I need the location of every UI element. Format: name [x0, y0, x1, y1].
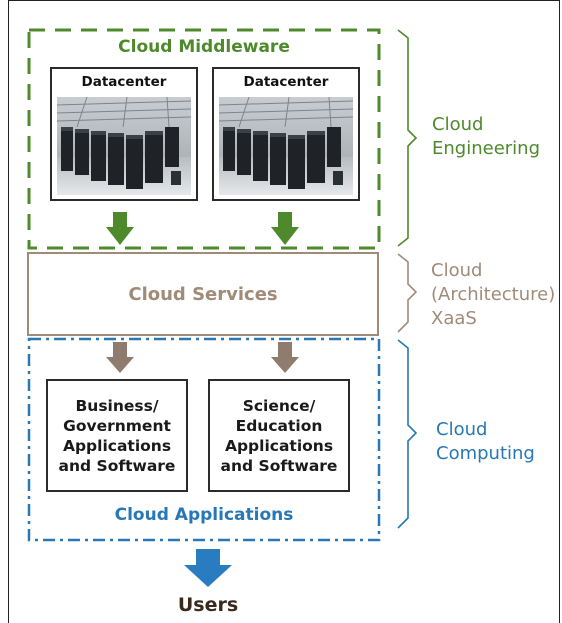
- cloud-architecture-label: Cloud (Architecture) XaaS: [431, 260, 556, 329]
- tan-down-arrow-right: [271, 342, 299, 373]
- blue-down-arrow-users: [184, 549, 232, 587]
- cloud-services-title: Cloud Services: [128, 283, 278, 305]
- computing-brace: [397, 339, 418, 529]
- green-down-arrow-left: [106, 212, 134, 245]
- middleware-title: Cloud Middleware: [118, 37, 290, 57]
- datacenter-label: Datacenter: [243, 74, 329, 90]
- figure-frame: [8, 0, 560, 623]
- datacenter-label: Datacenter: [81, 74, 167, 90]
- science-applications-box: Science/ Education Applications and Soft…: [208, 379, 350, 492]
- datacenter-box-right: Datacenter: [212, 67, 360, 201]
- cloud-services-box: Cloud Services: [27, 252, 379, 336]
- applications-boundary: [27, 337, 381, 542]
- datacenter-box-left: Datacenter: [50, 67, 198, 201]
- green-down-arrow-right: [271, 212, 299, 245]
- cloud-computing-label: Cloud Computing: [436, 419, 535, 464]
- datacenter-server-racks-image: [219, 97, 353, 195]
- middleware-boundary: [27, 28, 381, 250]
- cloud-engineering-label: Cloud Engineering: [432, 114, 540, 159]
- business-applications-text: Business/ Government Applications and So…: [58, 396, 176, 475]
- engineering-brace: [397, 29, 418, 247]
- applications-title: Cloud Applications: [114, 505, 294, 525]
- architecture-brace: [397, 253, 418, 333]
- science-applications-text: Science/ Education Applications and Soft…: [220, 396, 338, 475]
- datacenter-server-racks-image: [57, 97, 191, 195]
- tan-down-arrow-left: [106, 342, 134, 373]
- business-applications-box: Business/ Government Applications and So…: [46, 379, 188, 492]
- users-label: Users: [177, 594, 239, 616]
